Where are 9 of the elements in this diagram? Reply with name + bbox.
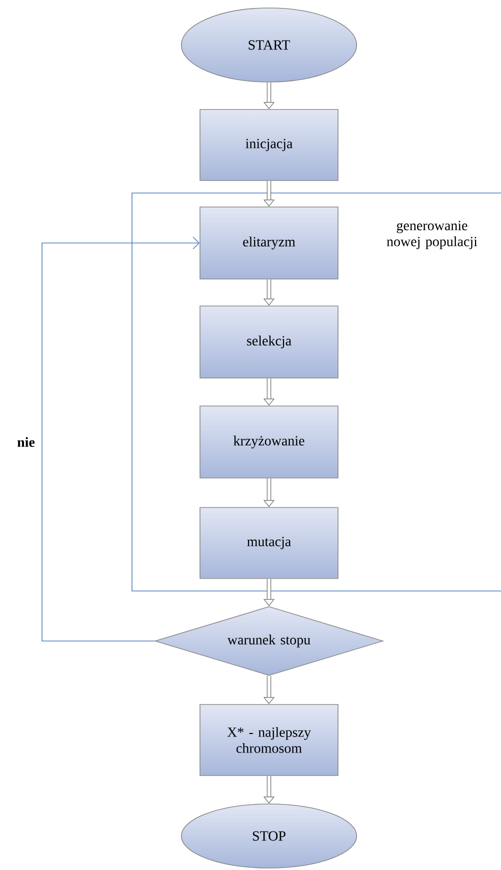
process-box: inicjacja <box>200 109 338 181</box>
group-label: generowanie nowej populacji <box>386 220 478 250</box>
edge-label: nie <box>16 436 36 448</box>
arrow <box>42 236 200 642</box>
process-box: mutacja <box>200 507 338 579</box>
process-box: X* - najlepszy chromosom <box>200 704 338 776</box>
process-box: krzyżowanie <box>200 406 338 478</box>
process-box: elitaryzm <box>200 206 338 280</box>
process-box: selekcja <box>200 306 338 378</box>
